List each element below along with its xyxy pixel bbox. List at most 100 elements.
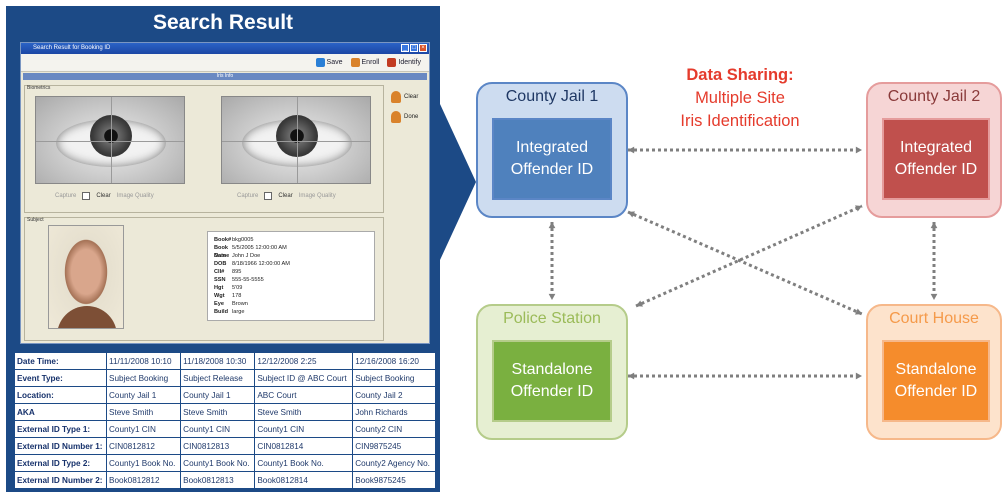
site-county-jail-2: County Jail 2 Integrated Offender ID [866,82,1002,218]
done-side-button[interactable]: Done [391,111,418,123]
subject-info-value: 178 [232,293,242,299]
person-icon [391,91,401,103]
save-button[interactable]: Save [315,58,343,67]
right-iris-image [35,96,185,184]
search-result-panel: Search Result Search Result for Booking … [6,6,440,492]
subject-info-value: bkg0005 [232,237,254,243]
right-iris-controls: Capture Clear Image Quality [55,192,154,200]
identify-icon [387,58,397,67]
site-inner-box: Standalone Offender ID [882,340,990,422]
enroll-button[interactable]: Enroll [350,58,380,67]
left-iris-image [221,96,371,184]
table-cell: John Richards [352,403,436,421]
save-icon [315,58,325,67]
table-cell: Book9875245 [352,471,436,489]
diagram-title-line3: Iris Identification [680,112,800,130]
window-titlebar: Search Result for Booking ID _ □ × [21,43,429,54]
arrowhead-icon [930,293,938,300]
capture-button[interactable]: Capture [55,193,77,199]
subject-info-key: SSN [214,277,226,283]
subject-info-key: Name [214,253,230,259]
person-icon [391,111,401,123]
app-window: Search Result for Booking ID _ □ × Save … [20,42,430,344]
subject-info-value: 895 [232,269,242,275]
arrowhead-icon [930,222,938,229]
left-iris-controls: Capture Clear Image Quality [237,192,336,200]
biometrics-group: Biometrics Capture Clear Image Quality [24,85,384,213]
arrowhead-icon [628,146,635,154]
subject-info-key: Book# [214,237,232,243]
site-inner-line1: Integrated [515,139,589,156]
window-controls: _ □ × [401,44,427,52]
identify-button[interactable]: Identify [387,58,421,67]
arrowhead-icon [855,372,862,380]
subject-info-key: Hgt [214,285,224,291]
subject-info-key: Wgt [214,293,225,299]
arrowhead-icon [855,205,862,212]
pointer-arrow [440,104,476,260]
window-title: Search Result for Booking ID [33,45,111,51]
subject-info-row: CII#895 [208,268,374,276]
subject-photo [48,225,124,329]
clear-side-label: Clear [404,94,419,100]
minimize-icon[interactable]: _ [401,44,409,52]
site-county-jail-1: County Jail 1 Integrated Offender ID [476,82,628,218]
subject-label: Subject [27,217,44,223]
table-cell: Book0812814 [254,471,354,489]
site-inner-line1: Standalone [511,361,593,378]
site-inner-box: Standalone Offender ID [492,340,612,422]
subject-info-value: 8/18/1966 12:00:00 AM [232,261,290,267]
site-inner-line2: Offender ID [894,383,978,400]
site-inner-line2: Offender ID [510,161,594,178]
arrowhead-icon [548,222,556,229]
connector-line [627,210,863,316]
diagram-title-line2: Multiple Site [695,89,785,107]
subject-info-value: 5/5/2005 12:00:00 AM [232,245,287,251]
subject-info-key: DOB [214,261,227,267]
table-row: External ID Type 2:County1 Book No.Count… [14,454,436,472]
subject-info-row: Wgt 178 [208,292,374,300]
clear-label: Clear [96,193,111,199]
subject-info-row: DOB 8/18/1966 12:00:00 AM [208,260,374,268]
site-inner-line1: Standalone [895,361,977,378]
subject-info-value: John J Doe [232,253,261,259]
diagram-title-line1: Data Sharing: [686,66,794,84]
subject-info-value: Brown [232,301,248,307]
connector-line [635,204,863,308]
close-icon[interactable]: × [419,44,427,52]
diagram-title: Data Sharing: Multiple Site Iris Identif… [640,64,840,133]
enroll-label: Enroll [361,59,380,66]
arrowhead-icon [628,372,635,380]
clear-checkbox[interactable] [82,192,91,200]
clear-checkbox[interactable] [264,192,273,200]
site-inner-box: Integrated Offender ID [882,118,990,200]
arrowhead-icon [628,211,635,218]
panel-title: Search Result [152,11,294,34]
subject-info-value: large [232,309,245,315]
clear-side-button[interactable]: Clear [391,91,418,103]
toolbar: Save Enroll Identify [21,54,429,72]
site-inner-box: Integrated Offender ID [492,118,612,200]
arrowhead-icon [636,300,643,307]
enroll-icon [350,58,360,67]
site-inner-line2: Offender ID [894,161,978,178]
identify-label: Identify [398,59,421,66]
capture-button[interactable]: Capture [237,193,259,199]
arrowhead-icon [548,293,556,300]
maximize-icon[interactable]: □ [410,44,418,52]
arrowhead-icon [855,146,862,154]
subject-info-key: Build [214,309,228,315]
site-label: Police Station [503,310,601,327]
